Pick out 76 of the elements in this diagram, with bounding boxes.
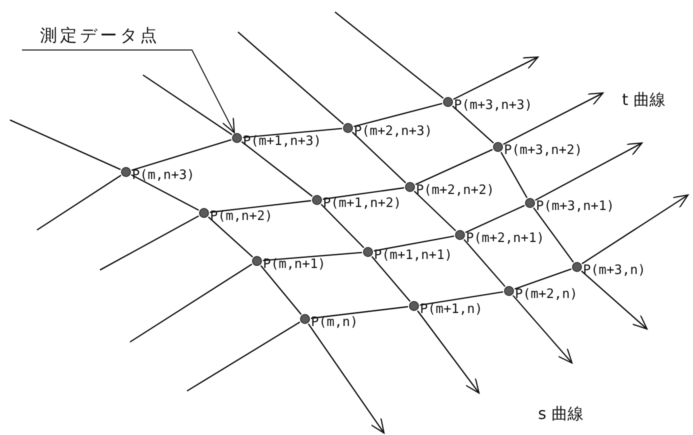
point-label: P(m,n+1) <box>263 257 326 272</box>
curve-line <box>262 252 362 262</box>
curve-line <box>208 216 254 258</box>
data-point <box>252 256 262 266</box>
point-label: P(m,n) <box>311 315 358 330</box>
arrow <box>582 194 689 264</box>
curve-line <box>354 102 442 128</box>
curve-line <box>374 235 454 252</box>
callout-text: 測定データ点 <box>40 26 160 46</box>
point-label: P(m+2,n) <box>515 287 578 302</box>
arrow <box>453 56 539 100</box>
arrow <box>308 324 385 434</box>
curve-label: s 曲線 <box>538 404 584 424</box>
point-label: P(m+3,n+3) <box>454 98 532 113</box>
curve-line <box>465 204 525 234</box>
data-point <box>232 133 242 143</box>
curve-line <box>131 174 199 211</box>
point-label: P(m+3,n+2) <box>504 143 582 158</box>
curve-line <box>260 265 302 315</box>
curve-line <box>334 12 444 99</box>
data-point <box>343 123 353 133</box>
curve-line <box>186 322 300 392</box>
data-point <box>525 198 535 208</box>
data-point <box>455 230 465 240</box>
arrow <box>581 270 648 330</box>
data-point <box>199 208 209 218</box>
curve-line <box>500 152 528 198</box>
curve-line <box>322 187 404 200</box>
curve-line <box>100 215 200 271</box>
point-label: P(m+2,n+2) <box>416 183 494 198</box>
curve-line <box>452 106 494 144</box>
data-point <box>312 195 322 205</box>
arrow <box>417 310 480 394</box>
curve-line <box>210 200 312 213</box>
data-point <box>300 314 310 324</box>
data-point <box>493 142 503 152</box>
curve-line <box>514 268 572 290</box>
curve-line <box>242 128 342 138</box>
curve-line <box>132 139 232 171</box>
curve-line <box>320 204 364 248</box>
data-point <box>363 247 373 257</box>
point-label: P(m+3,n+1) <box>536 199 614 214</box>
arrow <box>503 92 604 145</box>
point-label: P(m+2,n+1) <box>466 231 544 246</box>
data-point <box>504 286 514 296</box>
data-point <box>409 301 419 311</box>
curve-line <box>415 148 493 186</box>
point-label: P(m,n+3) <box>132 168 195 183</box>
arrow <box>512 295 573 364</box>
point-label: P(m+3,n) <box>583 263 646 278</box>
curve-line <box>130 264 252 343</box>
curve-line <box>36 174 122 231</box>
data-point <box>405 182 415 192</box>
curve-line <box>142 74 232 136</box>
point-label: P(m+1,n) <box>420 302 483 317</box>
curve-line <box>10 119 121 170</box>
point-label: P(m+1,n+3) <box>243 134 322 149</box>
data-point <box>572 262 582 272</box>
curve-line <box>310 306 408 319</box>
data-point <box>121 167 131 177</box>
curve-line <box>352 132 406 184</box>
curve-label: t 曲線 <box>622 90 666 110</box>
point-label: P(m+1,n+1) <box>374 248 452 263</box>
leader-line <box>22 50 235 134</box>
curve-line <box>414 190 456 232</box>
point-label: P(m+2,n+3) <box>354 124 432 139</box>
curve-line <box>420 291 504 306</box>
curve-line <box>533 207 574 263</box>
data-point <box>443 97 453 107</box>
arrow <box>535 142 643 201</box>
point-label: P(m+1,n+2) <box>323 196 402 211</box>
point-label: P(m,n+2) <box>210 209 273 224</box>
curve-line <box>371 256 411 302</box>
curve-line <box>238 32 344 125</box>
curve-line <box>464 239 506 287</box>
curve-line <box>241 141 313 197</box>
